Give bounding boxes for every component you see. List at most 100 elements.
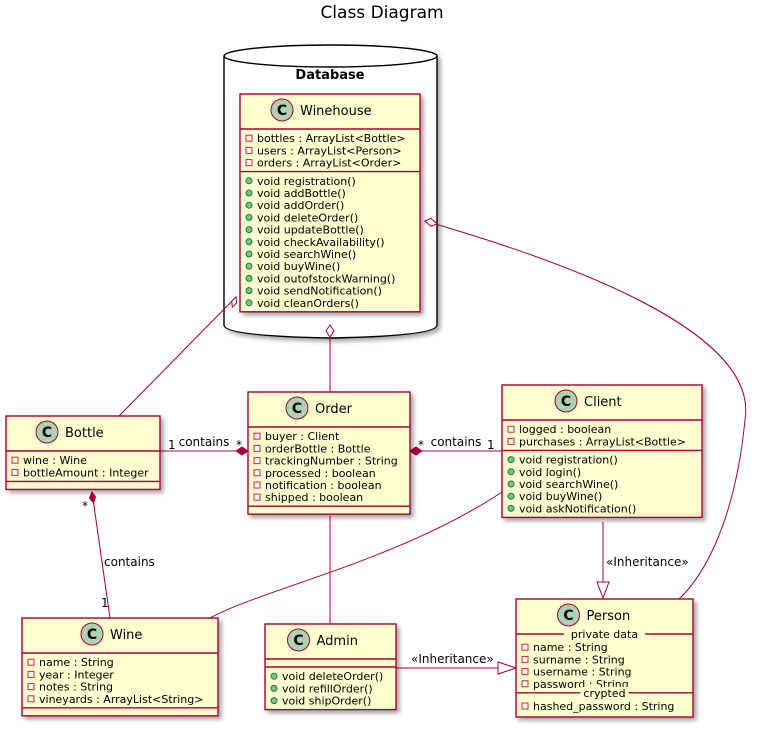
field-visibility-icon bbox=[245, 146, 253, 154]
class-field: trackingNumber : String bbox=[265, 455, 398, 468]
class-method: void buyWine() bbox=[519, 490, 602, 503]
class-stereotype-icon bbox=[557, 603, 580, 627]
class-field: purchases : ArrayList<Bottle> bbox=[519, 435, 686, 448]
class-name: Client bbox=[584, 395, 622, 410]
field-visibility-icon bbox=[521, 702, 529, 710]
method-visibility-icon bbox=[507, 456, 515, 464]
class-method: void registration() bbox=[257, 175, 356, 188]
field-visibility-icon bbox=[11, 468, 19, 476]
field-visibility-icon bbox=[253, 444, 261, 452]
class-method: void searchWine() bbox=[257, 248, 356, 261]
method-visibility-icon bbox=[245, 177, 253, 185]
method-visibility-icon bbox=[245, 287, 253, 295]
class-field: shipped : boolean bbox=[265, 491, 363, 504]
class-method: void addBottle() bbox=[257, 187, 346, 200]
diagram-title: Class Diagram bbox=[320, 3, 443, 23]
method-visibility-icon bbox=[245, 213, 253, 221]
class-stereotype-letter: C bbox=[42, 425, 52, 441]
class-field: name : String bbox=[533, 641, 608, 654]
class-field: vineyards : ArrayList<String> bbox=[39, 693, 203, 706]
section-title: crypted bbox=[583, 687, 625, 700]
field-visibility-icon bbox=[245, 134, 253, 142]
class-method: void buyWine() bbox=[257, 260, 340, 273]
field-visibility-icon bbox=[253, 493, 261, 501]
class-stereotype-icon bbox=[35, 420, 59, 444]
mult-order-client-to: 1 bbox=[487, 438, 495, 452]
class-field: name : String bbox=[39, 656, 114, 669]
class-field: bottles : ArrayList<Bottle> bbox=[257, 132, 406, 145]
method-visibility-icon bbox=[245, 262, 253, 270]
class-method: void outofstockWarning() bbox=[257, 272, 395, 285]
class-method: void checkAvailability() bbox=[257, 236, 385, 249]
method-visibility-icon bbox=[245, 299, 253, 307]
class-method: void shipOrder() bbox=[282, 695, 371, 708]
class-name: Wine bbox=[110, 628, 142, 643]
mult-bottle-wine-to: 1 bbox=[101, 596, 109, 610]
class-stereotype-letter: C bbox=[561, 394, 571, 410]
method-visibility-icon bbox=[270, 684, 278, 692]
mult-bottle-order-to: * bbox=[236, 438, 242, 452]
class-stereotype-icon bbox=[285, 396, 309, 420]
marker-bottle-wine-diamond bbox=[88, 490, 97, 505]
mult-bottle-wine-from: * bbox=[82, 499, 88, 513]
class-method: void refillOrder() bbox=[282, 682, 373, 695]
field-visibility-icon bbox=[521, 668, 529, 676]
class-name: Winehouse bbox=[300, 104, 372, 119]
section-title: private data bbox=[571, 628, 638, 641]
class-box bbox=[239, 93, 421, 313]
method-visibility-icon bbox=[245, 201, 253, 209]
marker-admin-person-triangle bbox=[497, 661, 518, 675]
marker-winehouse-order-diamond bbox=[325, 324, 335, 338]
field-visibility-icon bbox=[27, 683, 35, 691]
method-visibility-icon bbox=[245, 250, 253, 258]
class-method: void sendNotification() bbox=[257, 285, 382, 298]
class-admin: C Admin void deleteOrder()void refillOrder… bbox=[264, 623, 397, 711]
class-name: Bottle bbox=[65, 426, 104, 441]
method-visibility-icon bbox=[507, 468, 515, 476]
edge-winehouse-bottle bbox=[118, 296, 237, 417]
class-field: bottleAmount : Integer bbox=[23, 466, 149, 479]
class-method: void deleteOrder() bbox=[282, 670, 383, 683]
class-method: void askNotification() bbox=[519, 502, 636, 515]
edge-label-bottle-wine: contains bbox=[104, 555, 155, 569]
marker-bottle-order-diamond bbox=[235, 446, 249, 456]
field-visibility-icon bbox=[245, 159, 253, 167]
method-visibility-icon bbox=[245, 238, 253, 246]
section-title-bg bbox=[563, 628, 646, 639]
field-visibility-icon bbox=[27, 658, 35, 666]
method-visibility-icon bbox=[507, 480, 515, 488]
database-package-label: Database bbox=[295, 68, 364, 83]
marker-winehouse-bottle-diamond bbox=[231, 295, 238, 309]
section-title-bg bbox=[580, 686, 629, 698]
marker-client-person-triangle bbox=[596, 581, 610, 600]
class-stereotype-letter: C bbox=[277, 103, 287, 119]
edge-client-wine bbox=[209, 491, 503, 619]
class-field: logged : boolean bbox=[519, 423, 611, 436]
method-visibility-icon bbox=[245, 226, 253, 234]
class-box bbox=[21, 617, 219, 717]
class-name: Admin bbox=[317, 634, 358, 649]
edge-label-order-client: contains bbox=[431, 435, 482, 449]
marker-order-client-diamond bbox=[409, 446, 423, 456]
method-visibility-icon bbox=[245, 274, 253, 282]
class-method: void addOrder() bbox=[257, 199, 344, 212]
method-visibility-icon bbox=[507, 492, 515, 500]
class-box bbox=[5, 415, 161, 491]
class-field: wine : Wine bbox=[23, 454, 87, 467]
class-method: void searchWine() bbox=[519, 478, 618, 491]
class-box bbox=[247, 391, 411, 515]
class-method: void registration() bbox=[519, 454, 618, 467]
class-field: hashed_password : String bbox=[533, 700, 674, 713]
class-stereotype-letter: C bbox=[293, 633, 303, 649]
class-stereotype-icon bbox=[80, 622, 104, 646]
class-stereotype-letter: C bbox=[292, 401, 302, 417]
class-stereotype-letter: C bbox=[563, 608, 573, 624]
method-visibility-icon bbox=[507, 504, 515, 512]
class-field: processed : boolean bbox=[265, 467, 376, 480]
field-visibility-icon bbox=[253, 457, 261, 465]
